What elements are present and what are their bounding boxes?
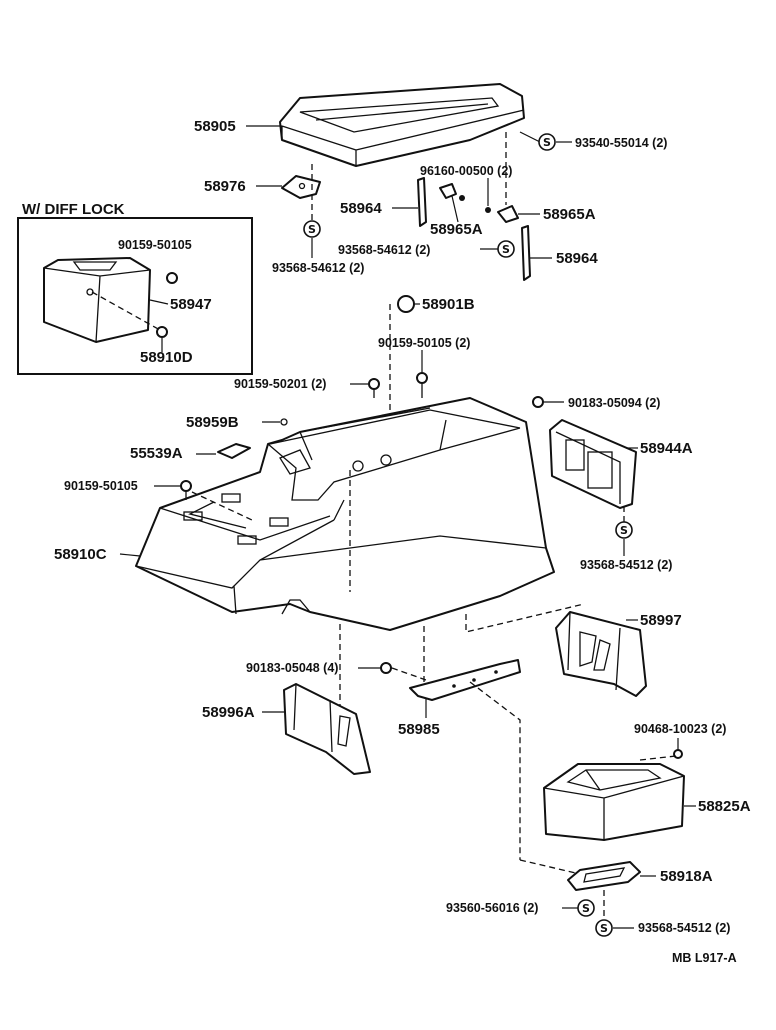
bracket-58976: [281, 175, 321, 199]
label-93568-d: 93568-54512 (2): [638, 921, 730, 935]
label-90183-a: 90183-05094 (2): [568, 396, 660, 410]
diff-lock-inset-box: [17, 217, 253, 375]
label-58905: 58905: [194, 118, 236, 135]
label-58965a-a: 58965A: [430, 221, 483, 238]
label-58825a: 58825A: [698, 798, 751, 815]
diff-lock-cover-58947: [43, 257, 151, 343]
svg-text:S: S: [502, 243, 510, 256]
plate-58918a: [567, 861, 641, 891]
label-58918a: 58918A: [660, 868, 713, 885]
label-58959b: 58959B: [186, 414, 239, 431]
label-93540: 93540-55014 (2): [575, 136, 667, 150]
label-93568-c: 93568-54512 (2): [580, 558, 672, 572]
label-58997: 58997: [640, 612, 682, 629]
label-90159-b: 90159-50105 (2): [378, 336, 470, 350]
label-90468: 90468-10023 (2): [634, 722, 726, 736]
svg-text:S: S: [308, 223, 316, 236]
label-90159-d: 90159-50105: [64, 479, 138, 493]
inset-title: W/ DIFF LOCK: [22, 201, 125, 218]
label-58910d: 58910D: [140, 349, 193, 366]
screw-93568-c: S: [615, 521, 633, 539]
screw-93560: S: [577, 899, 595, 917]
bracket-58996a: [283, 683, 371, 775]
label-96160: 96160-00500 (2): [420, 164, 512, 178]
label-55539a: 55539A: [130, 445, 183, 462]
label-93568-b: 93568-54612 (2): [338, 243, 430, 257]
label-58976: 58976: [204, 178, 246, 195]
console-body-58910c: [135, 397, 555, 631]
label-58910c: 58910C: [54, 546, 107, 563]
label-58901b: 58901B: [422, 296, 475, 313]
box-58825a: [543, 763, 685, 841]
svg-text:S: S: [600, 922, 608, 935]
screw-93568-d: S: [595, 919, 613, 937]
drawing-reference: MB L917-A: [672, 951, 737, 965]
screw-93540: S: [538, 133, 556, 151]
label-58947: 58947: [170, 296, 212, 313]
svg-text:S: S: [582, 902, 590, 915]
label-90183-b: 90183-05048 (4): [246, 661, 338, 675]
label-58964-a: 58964: [340, 200, 382, 217]
clip-58965a-b: [497, 205, 519, 223]
bracket-58985: [409, 659, 521, 701]
label-58944a: 58944A: [640, 440, 693, 457]
bolt-90159-50105-left: [180, 480, 192, 500]
label-93568-a: 93568-54612 (2): [272, 261, 364, 275]
armrest-lid-58905: [279, 83, 525, 167]
screw-93568-b: S: [497, 240, 515, 258]
label-58964-b: 58964: [556, 250, 598, 267]
label-58965a-b: 58965A: [543, 206, 596, 223]
screw-93568-a: S: [303, 220, 321, 238]
bracket-58997: [555, 611, 647, 697]
label-93560: 93560-56016 (2): [446, 901, 538, 915]
hinge-rod-58964-b: [521, 225, 531, 281]
bolt-90159-50201: [368, 378, 380, 398]
panel-58944a: [549, 419, 637, 509]
cover-55539a: [217, 443, 251, 459]
label-90159-c: 90159-50201 (2): [234, 377, 326, 391]
svg-text:S: S: [543, 136, 551, 149]
clip-58965a-a: [439, 183, 457, 199]
label-58996a: 58996A: [202, 704, 255, 721]
label-58985: 58985: [398, 721, 440, 738]
label-90159-inset: 90159-50105: [118, 238, 192, 252]
clip-90183-05094: [532, 396, 544, 408]
bolt-90159-50105: [416, 372, 428, 398]
svg-text:S: S: [620, 524, 628, 537]
hinge-rod-58964-a: [417, 177, 427, 227]
